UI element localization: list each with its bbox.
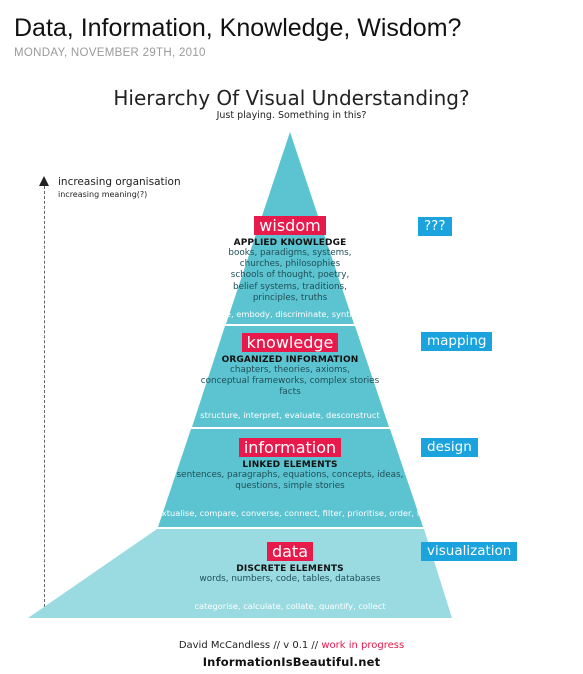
figure-title: Hierarchy Of Visual Understanding? [113, 86, 470, 110]
credit-status: work in progress [321, 640, 405, 651]
tag-data: visualization [421, 542, 518, 561]
tier-verbs-information: contextualise, compare, converse, connec… [138, 508, 442, 518]
credit-line: David McCandless // v 0.1 // work in pro… [0, 640, 583, 651]
tier-knowledge: knowledge ORGANIZED INFORMATION chapters… [150, 333, 430, 399]
tier-information: information LINKED ELEMENTS sentences, p… [140, 438, 440, 492]
pyramid-tier-information [158, 429, 423, 527]
tier-heading: LINKED ELEMENTS [242, 460, 338, 470]
tier-example: questions, simple stories [235, 481, 345, 492]
tier-name-wisdom: wisdom [254, 216, 326, 235]
tier-example: principles, truths [252, 292, 328, 303]
post-date: MONDAY, NOVEMBER 29TH, 2010 [14, 47, 206, 59]
tier-verbs-wisdom: weave, embody, discriminate, synthesize [204, 309, 376, 319]
axis-label: increasing organisation [58, 176, 181, 188]
tier-example: belief systems, traditions, [233, 281, 347, 292]
tier-example: conceptual frameworks, complex stories [200, 376, 380, 387]
post-title: Data, Information, Knowledge, Wisdom? [14, 14, 462, 42]
tier-example: facts [279, 387, 301, 398]
axis-arrow-up-icon [39, 176, 49, 186]
axis-line [44, 186, 45, 612]
tier-example: churches, philosophies [239, 259, 341, 270]
tier-example: sentences, paragraphs, equations, concep… [176, 470, 404, 480]
tier-name-information: information [238, 438, 342, 457]
tag-information: design [421, 438, 478, 457]
tier-example: schools of thought, poetry, [230, 270, 350, 281]
tier-heading: APPLIED KNOWLEDGE [233, 238, 347, 248]
tier-name-knowledge: knowledge [241, 333, 339, 352]
tier-heading: DISCRETE ELEMENTS [236, 564, 344, 574]
tag-wisdom: ??? [418, 217, 452, 236]
tier-name-data: data [266, 542, 314, 561]
tier-verbs-knowledge: structure, interpret, evaluate, desconst… [200, 410, 380, 420]
tier-example: books, paradigms, systems, [228, 248, 352, 258]
axis-sublabel: increasing meaning(?) [58, 190, 148, 199]
tier-wisdom: wisdom APPLIED KNOWLEDGE books, paradigm… [185, 216, 395, 304]
tier-heading: ORGANIZED INFORMATION [221, 355, 359, 365]
pyramid-tier-data [28, 529, 452, 618]
tier-example: words, numbers, code, tables, databases [199, 574, 381, 584]
figure-subtitle: Just playing. Something in this? [216, 110, 367, 121]
credit-author: David McCandless // v 0.1 // [178, 640, 319, 651]
tier-example: chapters, theories, axioms, [230, 365, 350, 375]
credit-site: InformationIsBeautiful.net [202, 655, 381, 669]
tier-data: data DISCRETE ELEMENTS words, numbers, c… [140, 542, 440, 585]
tier-verbs-data: categorise, calculate, collate, quantify… [194, 601, 386, 611]
pyramid-tier-knowledge [192, 326, 389, 427]
tag-knowledge: mapping [421, 332, 493, 351]
